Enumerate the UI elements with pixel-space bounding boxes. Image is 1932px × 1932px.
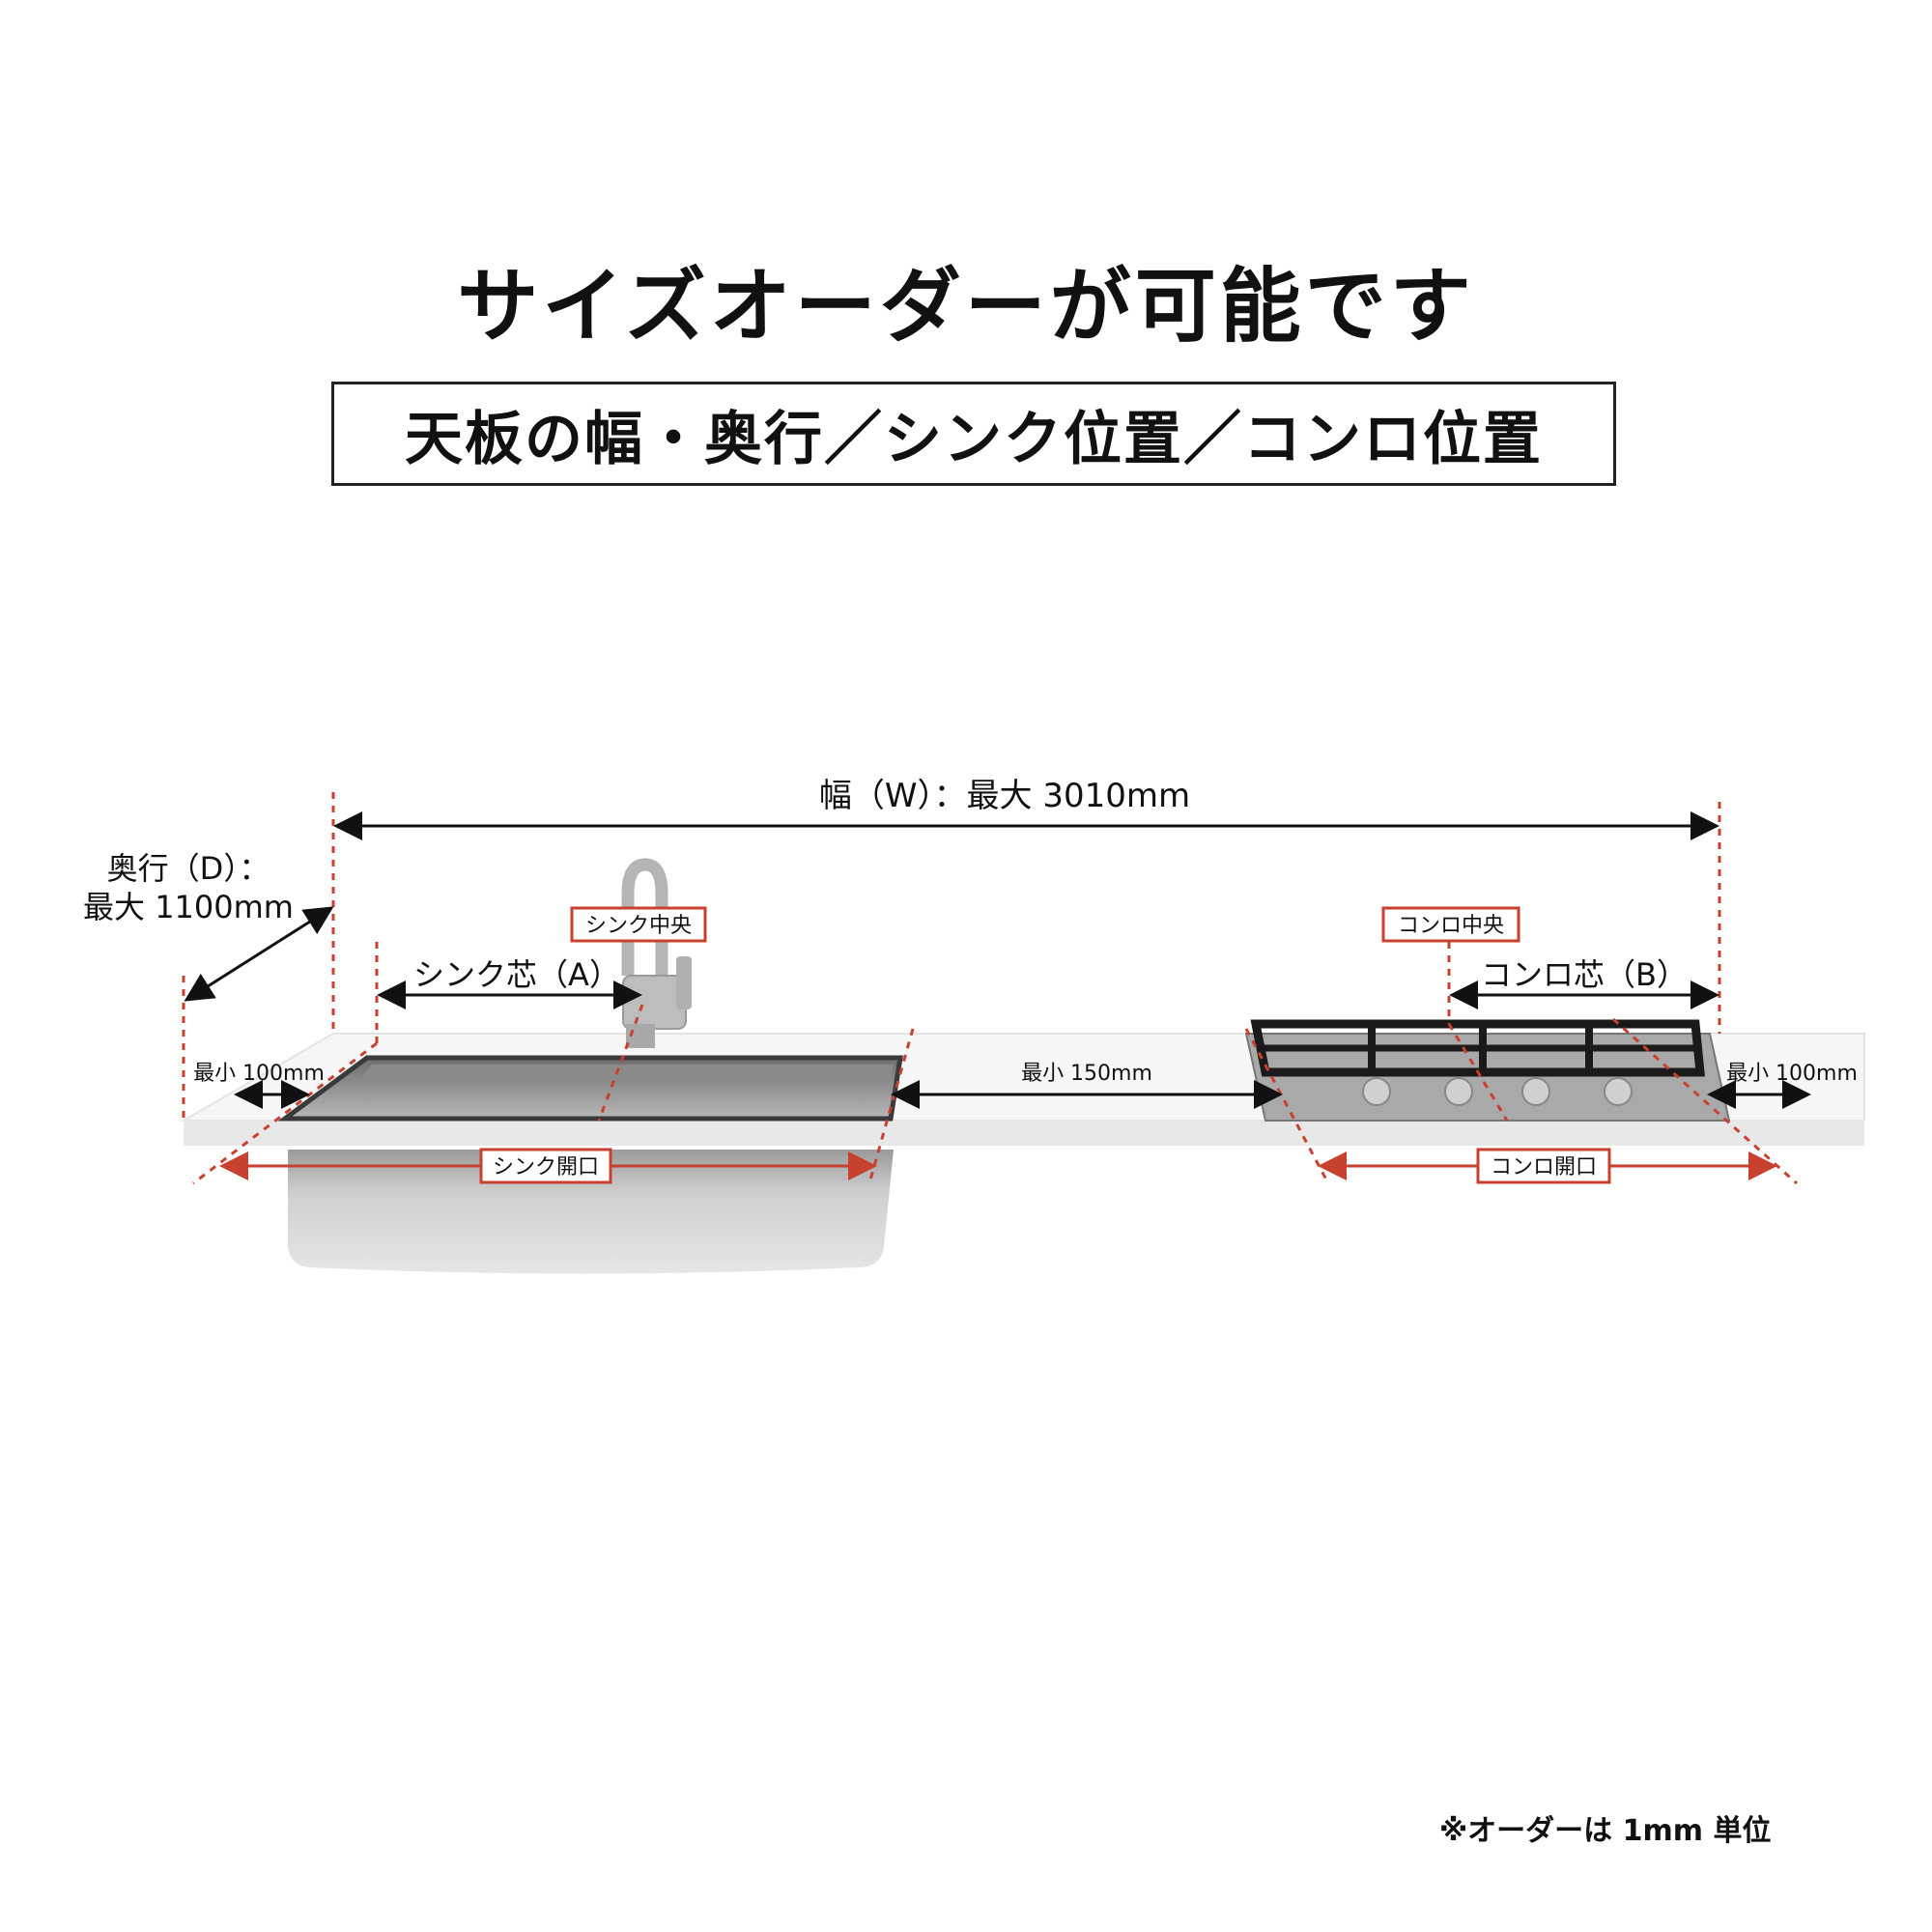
stove-center-label-box	[1381, 906, 1520, 943]
page-title: サイズオーダーが可能です	[457, 259, 1475, 354]
subtitle-text: 天板の幅・奥行／シンク位置／コンロ位置	[405, 405, 1543, 473]
faucet-icon	[621, 858, 692, 1048]
sink-opening-label-box	[479, 1148, 612, 1184]
stove-opening-label: コンロ開口	[1491, 1155, 1597, 1179]
depth-label-line1: 奥行（D）：	[107, 850, 270, 887]
min-right-label: 最小 100mm	[1726, 1062, 1858, 1086]
width-label: 幅（W）：最大 3010mm	[819, 777, 1190, 815]
stove-opening-label-box	[1476, 1148, 1611, 1184]
gas-cooktop-icon	[1244, 1019, 1731, 1122]
min-middle-label: 最小 150mm	[1021, 1062, 1152, 1086]
order-unit-note: ※オーダーは 1mm 単位	[1439, 1814, 1772, 1848]
min-left-label: 最小 100mm	[193, 1062, 325, 1086]
sink-opening-label: シンク開口	[493, 1155, 599, 1179]
sink-center-label-box	[570, 906, 707, 943]
sink-axis-label: シンク芯（A）	[413, 956, 620, 993]
depth-dimension-line	[184, 906, 334, 1002]
sink-apron	[288, 1150, 894, 1274]
stove-center-label: コンロ中央	[1398, 914, 1504, 938]
depth-label-line2: 最大 1100mm	[83, 889, 294, 925]
subtitle-box: 天板の幅・奥行／シンク位置／コンロ位置	[331, 382, 1616, 486]
sink-inner-wall	[357, 1065, 894, 1082]
countertop-front-edge	[184, 1121, 1864, 1146]
stove-axis-label: コンロ芯（B）	[1481, 956, 1688, 993]
sink-center-label: シンク中央	[585, 914, 692, 938]
